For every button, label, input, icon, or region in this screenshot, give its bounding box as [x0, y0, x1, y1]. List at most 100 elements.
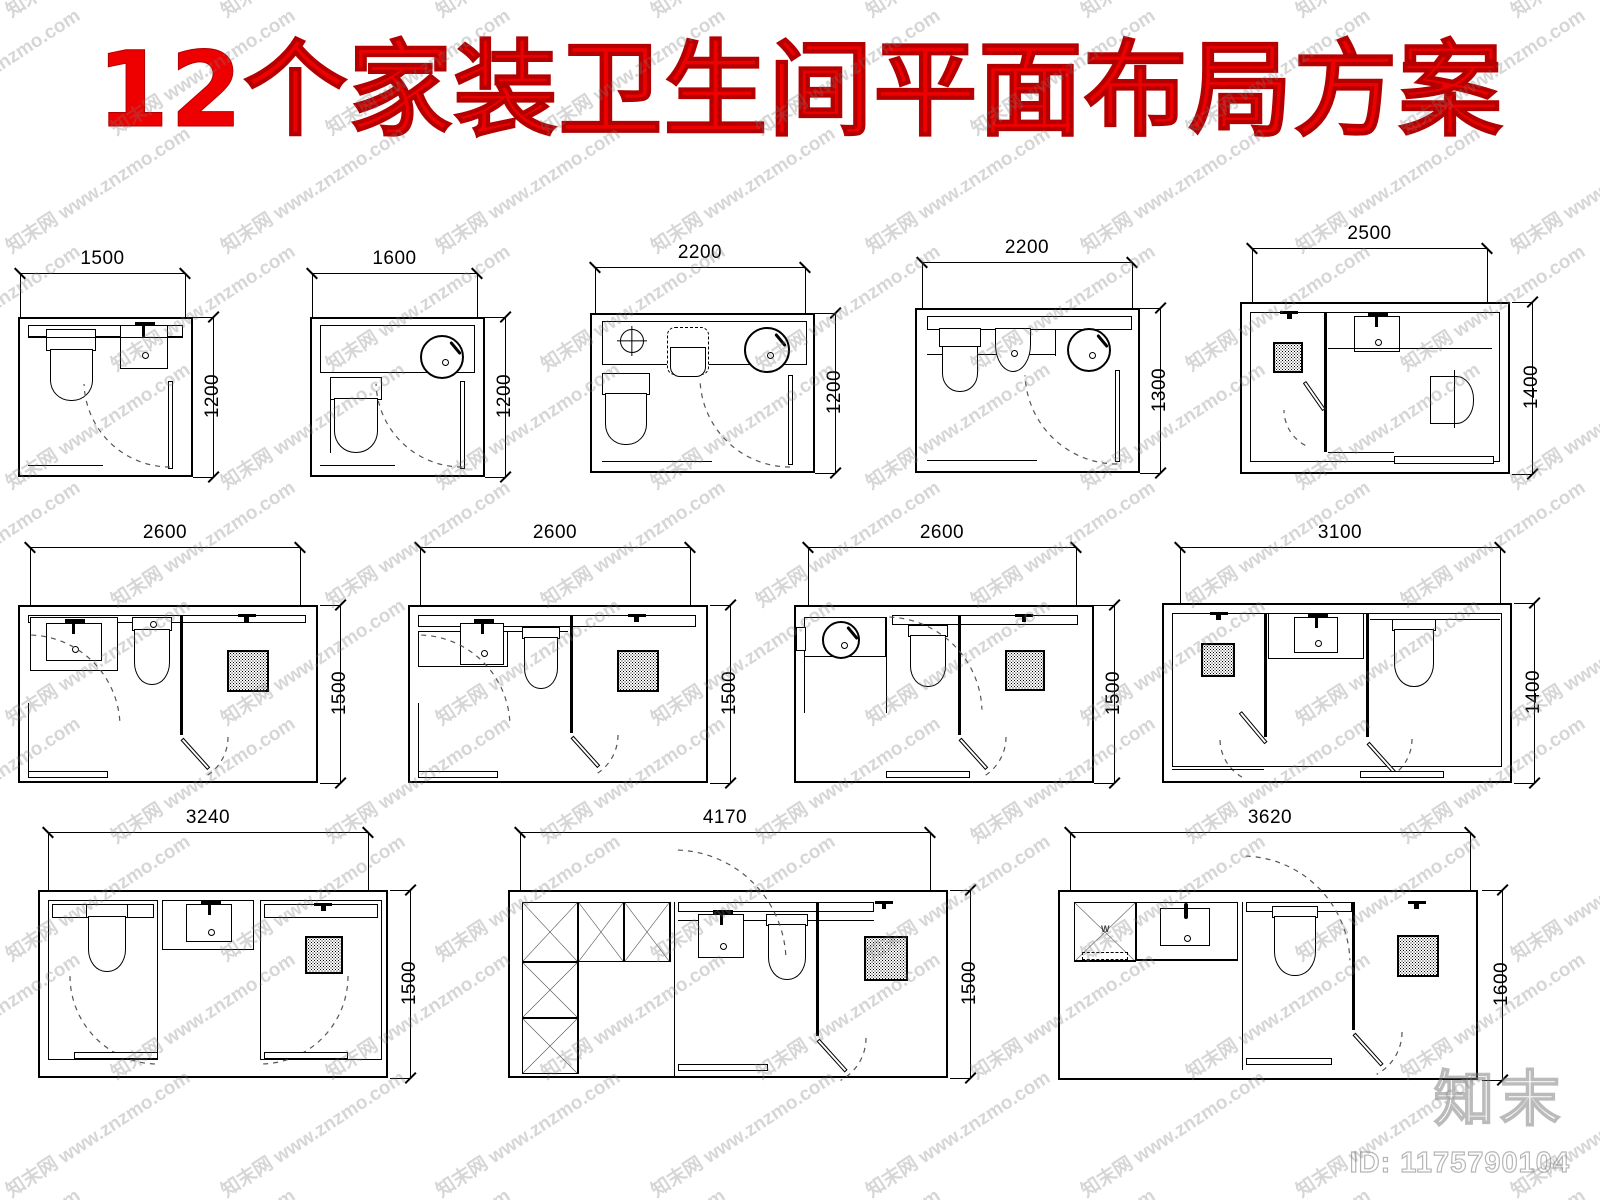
faucet-plate — [1308, 613, 1328, 617]
dimension-line-v — [340, 605, 341, 783]
room-outline-12: W — [1058, 855, 1478, 1080]
faucet-plate — [65, 619, 85, 623]
extension-line — [390, 890, 410, 891]
dimension-line-h — [1180, 547, 1500, 548]
room-outline-2 — [310, 317, 485, 477]
closet-unit — [624, 902, 670, 962]
toilet — [605, 393, 647, 445]
dimension-line-h — [922, 262, 1132, 263]
sink-drain-hole — [1184, 935, 1191, 942]
dimension-line-h — [48, 832, 368, 833]
wall-jog — [796, 627, 806, 651]
threshold — [602, 461, 712, 463]
toilet — [49, 349, 93, 401]
round-sink — [822, 621, 860, 659]
sink — [698, 910, 744, 958]
extension-line — [690, 547, 691, 607]
extension-line — [710, 783, 730, 784]
room-outline-1 — [18, 317, 193, 477]
sink-drain-hole — [142, 352, 149, 359]
dimension-label-height: 1500 — [329, 670, 350, 716]
sliding-door — [28, 771, 108, 778]
shower-head-icon — [237, 614, 256, 622]
extension-line — [950, 890, 970, 891]
dimension-line-h — [520, 832, 930, 833]
faucet-icon — [720, 913, 723, 925]
sliding-door — [1246, 1058, 1332, 1065]
extension-line — [950, 1078, 970, 1079]
extension-line — [1076, 547, 1077, 607]
extension-line — [805, 267, 806, 315]
extension-line — [930, 832, 931, 890]
extension-line — [485, 477, 505, 478]
watermark-text: 知末网 www.znzmo.com — [750, 1181, 945, 1200]
extension-line — [193, 317, 213, 318]
urinal-drain — [1011, 350, 1018, 357]
extension-line — [1140, 308, 1160, 309]
floor-drain — [1397, 935, 1439, 978]
partition-wall-left — [1264, 613, 1267, 737]
dimension-line-h — [1252, 248, 1487, 249]
dimension-label-width: 3100 — [1317, 522, 1363, 543]
dimension-line-v — [1114, 605, 1115, 783]
dimension-label-height: 1300 — [1149, 367, 1170, 412]
shower-door-leaf — [570, 735, 601, 769]
dimension-label-width: 1500 — [80, 248, 125, 269]
extension-line — [520, 832, 521, 890]
faucet-icon — [208, 903, 211, 915]
watermark-text: 知末网 www.znzmo.com — [1290, 0, 1485, 23]
room-outline-4 — [915, 308, 1140, 473]
door-jamb — [418, 703, 420, 773]
round-sink — [1067, 328, 1111, 372]
door-leaf — [788, 375, 793, 465]
sliding-door — [418, 771, 498, 778]
dimension-line-h — [20, 273, 185, 274]
partition-wall — [958, 615, 961, 735]
faucet-icon — [481, 622, 484, 634]
extension-line — [922, 262, 923, 314]
wall-band — [678, 902, 874, 912]
floor-drain — [1201, 643, 1235, 677]
room-outline-7 — [408, 605, 708, 783]
shower-head-icon — [1280, 311, 1299, 319]
dimension-line-h — [1070, 832, 1470, 833]
sliding-door-left — [74, 1052, 158, 1059]
sink-drain-hole — [767, 352, 775, 359]
toilet-wall — [330, 377, 332, 453]
extension-line — [1512, 302, 1532, 303]
watermark-id: ID: 1175790104 — [1349, 1146, 1570, 1179]
dimension-line-h — [312, 273, 477, 274]
partition-wall-right — [1352, 902, 1355, 1030]
sink-drain-hole — [72, 646, 79, 653]
watermark-text: 知末网 www.znzmo.com — [860, 0, 1055, 23]
watermark-text: 知末网 www.znzmo.com — [1180, 1181, 1375, 1200]
closet-edge — [578, 962, 580, 1074]
extension-line — [595, 267, 596, 315]
door-leaf — [1115, 370, 1120, 462]
dimension-line-v — [1532, 302, 1533, 474]
shower-compartment — [260, 900, 382, 1060]
extension-line — [390, 1078, 410, 1079]
shower-head-icon — [1209, 612, 1228, 620]
dimension-label-height: 1500 — [959, 960, 980, 1006]
sink — [46, 619, 102, 661]
room-outline-6 — [18, 605, 318, 783]
faucet-icon — [1095, 333, 1109, 348]
dimension-line-h — [30, 547, 300, 548]
extension-line — [312, 273, 313, 321]
dimension-label-width: 3620 — [1247, 807, 1293, 828]
sink-drain-hole — [1089, 352, 1097, 359]
toilet — [1430, 376, 1474, 424]
sink-drain-hole — [481, 650, 488, 657]
faucet-plate — [135, 322, 155, 326]
extension-line — [477, 273, 478, 321]
faucet-plate — [474, 619, 494, 623]
dimension-line-v — [970, 890, 971, 1078]
